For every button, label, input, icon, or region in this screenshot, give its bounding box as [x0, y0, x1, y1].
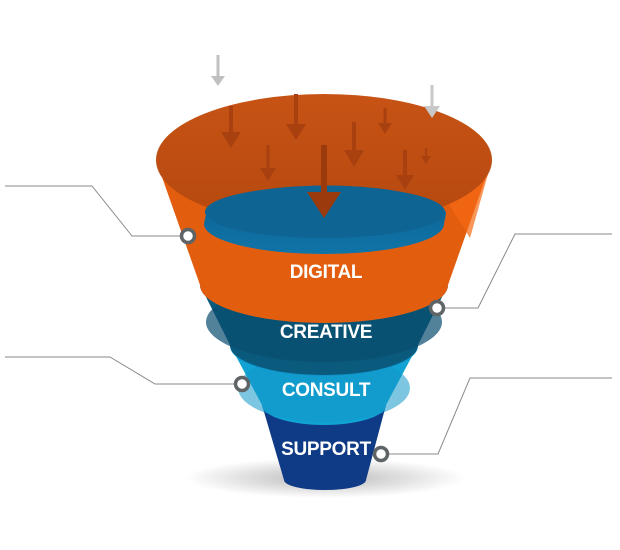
connector-dot-digital [179, 227, 197, 245]
stage-label-digital: DIGITAL [290, 262, 363, 283]
connector-support [381, 377, 612, 455]
connector-dot-creative [428, 299, 446, 317]
connector-dot-consult [233, 375, 251, 393]
stage-support-body [262, 405, 386, 490]
connector-lines [5, 185, 612, 455]
falling-arrows [211, 55, 440, 218]
arrow-down-icon [424, 85, 440, 118]
connector-digital [5, 185, 188, 237]
arrow-down-icon [344, 122, 364, 167]
connector-dots [179, 227, 446, 463]
arrow-down-icon [221, 106, 241, 148]
arrow-down-icon [260, 145, 276, 181]
stage-label-creative: CREATIVE [280, 322, 372, 343]
connector-creative [437, 233, 612, 309]
connector-dot-support [372, 445, 390, 463]
arrow-down-icon [211, 55, 225, 86]
arrow-down-icon [421, 148, 431, 164]
connector-consult [5, 356, 242, 385]
arrow-down-icon [286, 94, 306, 140]
arrow-down-icon [307, 145, 341, 218]
stage-label-consult: CONSULT [282, 380, 371, 401]
arrow-down-icon [378, 108, 392, 134]
stage-label-support: SUPPORT [281, 439, 371, 460]
arrow-down-icon [396, 150, 414, 190]
